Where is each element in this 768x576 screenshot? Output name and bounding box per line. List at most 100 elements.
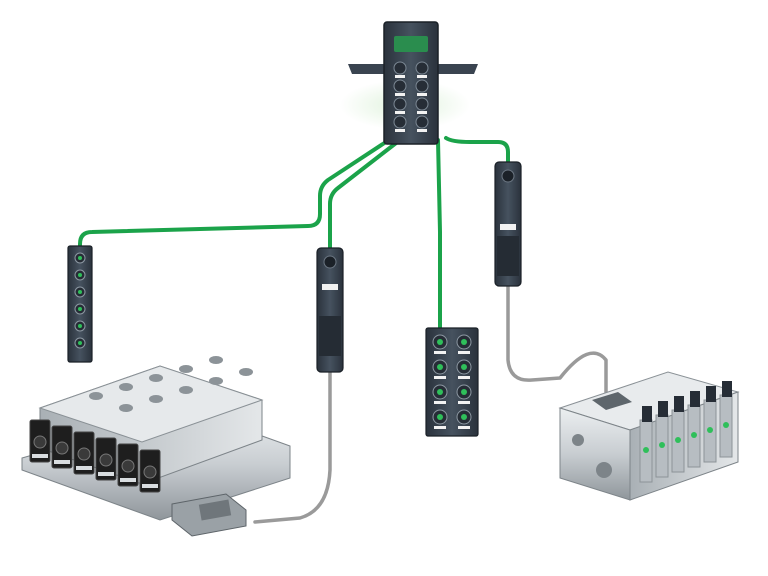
hub-mounting-bracket — [348, 64, 478, 74]
hub-port — [393, 97, 407, 111]
io-left-port-led — [78, 273, 82, 277]
manifold-left-hole — [209, 377, 223, 385]
io-center-port-led — [437, 339, 443, 345]
terminal-right-valve-led — [675, 437, 681, 443]
manifold-left-coil-screw — [121, 459, 135, 473]
io-left-port-led — [78, 341, 82, 345]
io-center-port-label — [458, 426, 470, 429]
terminal-right-valve-head — [674, 396, 684, 412]
terminal-right-valve-head — [722, 381, 732, 397]
hub-port-label — [395, 111, 405, 114]
network-cables — [78, 136, 608, 524]
io-center-body — [425, 327, 479, 437]
io-center-port-led — [437, 389, 443, 395]
adapter-left-port — [323, 255, 337, 269]
io-center-port-led — [461, 414, 467, 420]
valve-terminal-right — [558, 371, 740, 501]
manifold-left-coil-label — [32, 454, 48, 458]
io-left-ports — [74, 252, 86, 349]
terminal-right-valves — [639, 381, 733, 483]
terminal-right-valve-led — [723, 422, 729, 428]
adapter-right-label — [500, 224, 516, 230]
io-center-port-led — [437, 364, 443, 370]
manifold-left-hole — [149, 374, 163, 382]
hub-port-label — [395, 75, 405, 78]
valve-manifold-left — [21, 356, 291, 537]
manifold-left-plug — [198, 499, 232, 521]
hub-port-label — [417, 75, 427, 78]
io-center-port-label — [458, 376, 470, 379]
manifold-left-coil-screw — [77, 447, 91, 461]
hub-port-label — [417, 93, 427, 96]
terminal-right-valve-head — [690, 391, 700, 407]
cable-right-adapter-to-terminal — [506, 284, 608, 394]
manifold-left-coil-label — [120, 478, 136, 482]
hub-port-label — [395, 93, 405, 96]
hub-port-label — [417, 111, 427, 114]
terminal-right-port-b — [596, 462, 612, 478]
terminal-right-valve-head — [642, 406, 652, 422]
hub-port-label — [395, 129, 405, 132]
io-module-left — [67, 245, 93, 363]
manifold-left-hole — [179, 365, 193, 373]
manifold-left-coil-screw — [55, 441, 69, 455]
hub-top-connector — [394, 36, 428, 52]
manifold-left-coils — [29, 419, 161, 493]
io-center-port-led — [461, 364, 467, 370]
hub-port — [415, 79, 429, 93]
manifold-left-coil-label — [142, 484, 158, 488]
manifold-left-hole — [209, 356, 223, 364]
hub-port — [415, 97, 429, 111]
manifold-left-hole — [89, 392, 103, 400]
hub-port — [393, 79, 407, 93]
valve-adapter-right — [494, 161, 522, 287]
io-center-port-label — [434, 426, 446, 429]
adapter-left-ridge — [319, 316, 341, 356]
io-left-port-led — [78, 307, 82, 311]
terminal-right-header — [592, 392, 632, 410]
cable-hub-to-center-io — [436, 138, 442, 332]
io-center-port-label — [434, 376, 446, 379]
hub-port — [415, 61, 429, 75]
hub-port — [393, 115, 407, 129]
cable-hub-to-left-io — [78, 136, 394, 252]
hub-port — [393, 61, 407, 75]
adapter-right-ridge — [497, 236, 519, 276]
terminal-right-valve-head — [706, 386, 716, 402]
terminal-right-valve-led — [691, 432, 697, 438]
manifold-left-coil-screw — [33, 435, 47, 449]
cable-hub-to-right-adapter — [444, 136, 510, 167]
io-left-port-led — [78, 256, 82, 260]
io-center-ports — [432, 334, 472, 429]
cable-hub-to-left-adapter — [328, 138, 402, 252]
io-module-center — [425, 327, 479, 437]
hub-port — [415, 115, 429, 129]
terminal-right-port-a — [572, 434, 584, 446]
valve-adapter-left — [316, 247, 344, 373]
manifold-left-hole — [119, 383, 133, 391]
io-center-port-led — [437, 414, 443, 420]
terminal-right-valve-led — [707, 427, 713, 433]
hub-port-label — [417, 129, 427, 132]
terminal-right-valve-led — [643, 447, 649, 453]
manifold-left-hole — [179, 386, 193, 394]
cable-left-adapter-to-manifold — [253, 370, 332, 524]
manifold-left-hole — [119, 404, 133, 412]
adapter-left-label — [322, 284, 338, 290]
fieldbus-hub — [340, 21, 478, 145]
io-center-port-label — [458, 401, 470, 404]
manifold-left-coil-label — [76, 466, 92, 470]
manifold-left-holes — [89, 356, 253, 412]
io-center-port-led — [461, 389, 467, 395]
adapter-right-port — [501, 169, 515, 183]
manifold-left-top-face — [38, 365, 264, 443]
io-left-port-led — [78, 290, 82, 294]
hub-ports — [393, 61, 429, 132]
terminal-right-valve-led — [659, 442, 665, 448]
io-center-port-label — [434, 401, 446, 404]
manifold-left-hole — [239, 368, 253, 376]
manifold-left-coil-screw — [143, 465, 157, 479]
io-center-port-label — [458, 351, 470, 354]
io-center-port-label — [434, 351, 446, 354]
